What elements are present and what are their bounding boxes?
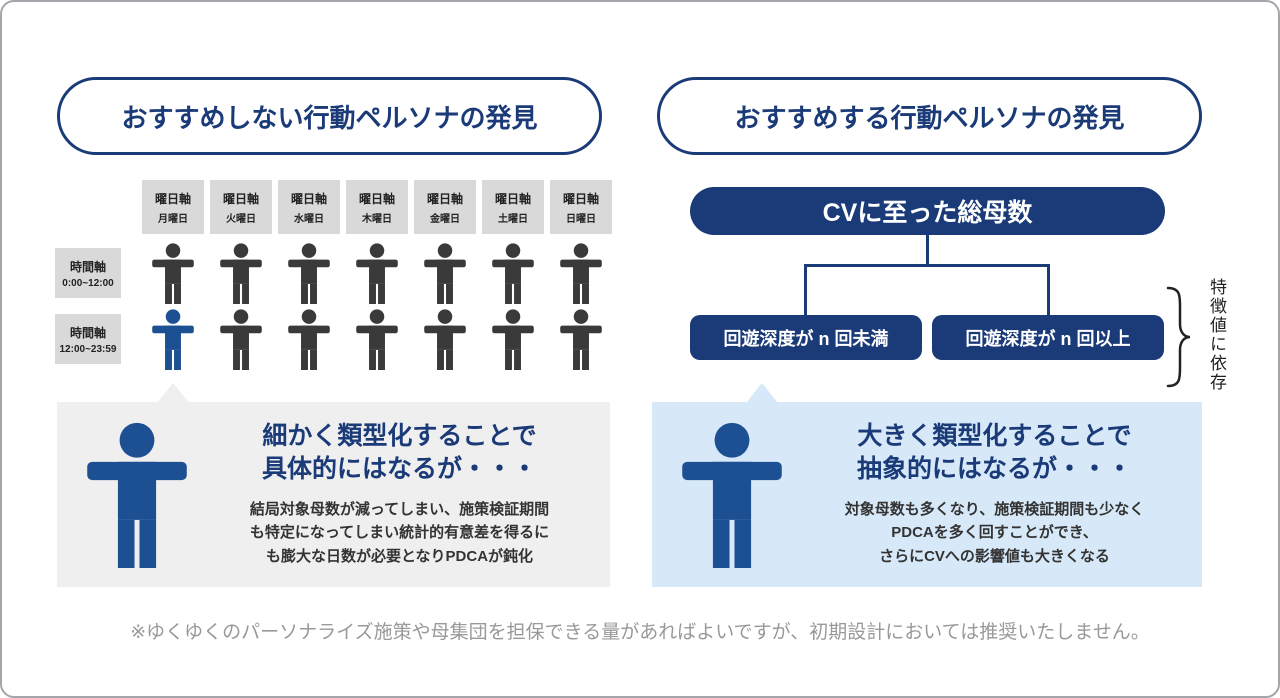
persona-figure-icon — [682, 422, 782, 568]
persona-icon — [482, 308, 544, 370]
persona-icon — [210, 242, 272, 304]
day-name-label: 火曜日 — [226, 213, 256, 225]
callout-title: 細かく類型化することで 具体的にはなるが・・・ — [207, 420, 592, 486]
axis-name-label: 曜日軸 — [494, 191, 531, 206]
day-axis-label-tuesday: 曜日軸 火曜日 — [210, 180, 272, 234]
day-name-label: 木曜日 — [362, 213, 392, 225]
persona-icon — [142, 242, 204, 304]
day-axis-label-wednesday: 曜日軸 水曜日 — [278, 180, 340, 234]
persona-icon — [414, 308, 476, 370]
left-not-recommended-header: おすすめしない行動ペルソナの発見 — [57, 77, 602, 155]
day-axis-label-thursday: 曜日軸 木曜日 — [346, 180, 408, 234]
day-name-label: 土曜日 — [498, 213, 528, 225]
callout-body-line: PDCAを多く回すことができ、 — [891, 524, 1098, 542]
right-callout-text: 大きく類型化することで 抽象的にはなるが・・・ 対象母数も多くなり、施策検証期間… — [802, 420, 1187, 568]
callout-body-line: さらにCVへの影響値も大きくなる — [879, 547, 1110, 565]
callout-body-line: 結局対象母数が減ってしまい、施策検証期間 — [249, 501, 550, 518]
branch-node-label: 回遊深度が n 回以上 — [965, 328, 1131, 349]
callout-title-line: 大きく類型化することで — [857, 422, 1132, 450]
right-header-label: おすすめする行動ペルソナの発見 — [734, 102, 1125, 133]
callout-body-line: 対象母数も多くなり、施策検証期間も少なく — [844, 501, 1145, 518]
axis-name-label: 時間軸 — [69, 259, 106, 274]
persona-icon — [346, 308, 408, 370]
callout-title-line: 細かく類型化することで — [262, 422, 537, 450]
time-axis-label-evening: 時間軸 12:00~23:59 — [55, 314, 121, 364]
right-recommended-header: おすすめする行動ペルソナの発見 — [657, 77, 1202, 155]
connector-line — [1047, 264, 1050, 315]
persona-icon — [482, 242, 544, 304]
day-axis-label-saturday: 曜日軸 土曜日 — [482, 180, 544, 234]
curly-brace-icon — [1166, 286, 1191, 388]
axis-name-label: 曜日軸 — [426, 191, 463, 206]
branch-node-depth-under-n: 回遊深度が n 回未満 — [690, 315, 922, 360]
day-axis-label-row: 曜日軸 月曜日 曜日軸 火曜日 曜日軸 水曜日 曜日軸 木曜日 曜日軸 金曜日 … — [142, 180, 612, 234]
time-axis-label-morning: 時間軸 0:00~12:00 — [55, 248, 121, 298]
branch-node-label: 回遊深度が n 回未満 — [723, 328, 889, 349]
persona-icon-highlighted — [142, 308, 204, 370]
axis-name-label: 曜日軸 — [154, 191, 191, 206]
persona-icon — [550, 308, 612, 370]
callout-pointer-up-icon — [157, 383, 189, 403]
callout-title-line: 具体的にはなるが・・・ — [261, 455, 537, 483]
callout-pointer-up-icon — [746, 383, 778, 403]
callout-body: 結局対象母数が減ってしまい、施策検証期間 も特定になってしまい統計的有意差を得る… — [207, 498, 592, 568]
cv-total-label: CVに至った総母数 — [822, 199, 1033, 227]
persona-grid — [142, 242, 612, 370]
connector-line — [804, 264, 1050, 267]
axis-name-label: 曜日軸 — [562, 191, 599, 206]
left-callout-text: 細かく類型化することで 具体的にはなるが・・・ 結局対象母数が減ってしまい、施策… — [207, 420, 592, 568]
day-axis-label-monday: 曜日軸 月曜日 — [142, 180, 204, 234]
callout-body-line: も膨大な日数が必要となりPDCAが鈍化 — [265, 547, 534, 565]
persona-icon — [210, 308, 272, 370]
left-header-label: おすすめしない行動ペルソナの発見 — [121, 102, 538, 133]
day-name-label: 水曜日 — [294, 213, 324, 225]
day-axis-label-friday: 曜日軸 金曜日 — [414, 180, 476, 234]
callout-title-line: 抽象的にはなるが・・・ — [856, 455, 1132, 483]
branch-node-depth-over-n: 回遊深度が n 回以上 — [932, 315, 1164, 360]
connector-line — [804, 264, 807, 315]
time-range-label: 0:00~12:00 — [62, 277, 114, 289]
persona-icon — [414, 242, 476, 304]
persona-figure-icon — [87, 422, 187, 568]
day-name-label: 金曜日 — [430, 213, 460, 225]
persona-icon — [550, 242, 612, 304]
persona-icon — [346, 242, 408, 304]
callout-body: 対象母数も多くなり、施策検証期間も少なく PDCAを多く回すことができ、 さらに… — [802, 498, 1187, 568]
persona-icon — [278, 242, 340, 304]
persona-icon — [278, 308, 340, 370]
right-callout-box: 大きく類型化することで 抽象的にはなるが・・・ 対象母数も多くなり、施策検証期間… — [652, 383, 1202, 587]
time-range-label: 12:00~23:59 — [59, 343, 117, 355]
footer-note: ※ゆくゆくのパーソナライズ施策や母集団を担保できる量があればよいですが、初期設計… — [130, 622, 1150, 643]
left-callout-box: 細かく類型化することで 具体的にはなるが・・・ 結局対象母数が減ってしまい、施策… — [57, 383, 610, 587]
axis-name-label: 曜日軸 — [222, 191, 259, 206]
axis-name-label: 時間軸 — [69, 325, 106, 340]
day-name-label: 月曜日 — [158, 213, 188, 225]
connector-line — [926, 234, 929, 265]
cv-total-node: CVに至った総母数 — [690, 187, 1165, 235]
feature-dependency-note: 特徴値に依存 — [1207, 278, 1226, 392]
day-name-label: 日曜日 — [566, 213, 596, 225]
axis-name-label: 曜日軸 — [290, 191, 327, 206]
callout-title: 大きく類型化することで 抽象的にはなるが・・・ — [802, 420, 1187, 486]
axis-name-label: 曜日軸 — [358, 191, 395, 206]
callout-body-line: も特定になってしまい統計的有意差を得るに — [249, 524, 550, 542]
day-axis-label-sunday: 曜日軸 日曜日 — [550, 180, 612, 234]
